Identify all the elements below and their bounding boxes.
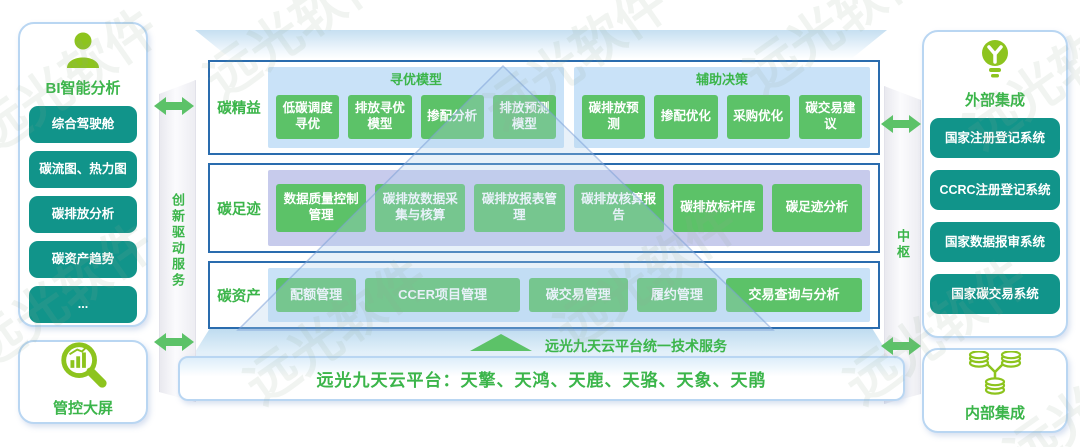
tech-service-label: 远光九天云平台统一技术服务 [545,338,727,354]
module-button[interactable]: 掺配分析 [420,95,484,139]
external-system-item[interactable]: CCRC注册登记系统 [930,170,1060,210]
lightbulb-icon [975,38,1015,87]
bi-menu-item[interactable]: 综合驾驶舱 [29,106,137,143]
module-button[interactable]: 碳排放数据采集与核算 [375,184,466,232]
double-arrow-icon [153,95,195,122]
module-button[interactable]: CCER项目管理 [365,278,520,312]
bi-menu-item[interactable]: 碳排放分析 [29,196,137,233]
bi-menu-item[interactable]: 碳资产趋势 [29,241,137,278]
internal-integration-label: 内部集成 [964,404,1025,422]
module-button[interactable]: 碳排放标杆库 [672,184,763,232]
layer-row-0: 碳精益寻优模型低碳调度寻优排放寻优模型掺配分析排放预测模型辅助决策碳排放预测掺配… [208,60,880,155]
user-icon [64,30,102,75]
module-button[interactable]: 掺配优化 [654,95,718,139]
external-integration-panel: 外部集成 国家注册登记系统 CCRC注册登记系统国家数据报审系统国家碳交易系统 [922,30,1068,338]
external-system-item[interactable]: 国家碳交易系统 [930,274,1060,314]
left-connector-label: 创新驱动服务 [170,193,185,289]
module-button[interactable]: 排放寻优模型 [348,95,412,139]
external-system-item[interactable]: 国家数据报审系统 [930,222,1060,262]
internal-integration-card[interactable]: 内部集成 [922,348,1068,433]
platform-bar: 远光九天云平台：天擎、天鸿、天鹿、天骆、天象、天鹃 [178,356,905,401]
module-button[interactable]: 碳排放报表管理 [474,184,565,232]
module-button[interactable]: 排放预测模型 [492,95,556,139]
bottom-face-shape [192,329,890,357]
right-connector-label: 中枢 [895,229,910,261]
up-arrow-icon [470,334,532,356]
top-face-shape [195,30,887,58]
coins-icon [965,349,1025,400]
module-group: 辅助决策碳排放预测掺配优化采购优化碳交易建议 [574,67,870,148]
control-screen-label: 管控大屏 [52,400,113,417]
module-group: 寻优模型低碳调度寻优排放寻优模型掺配分析排放预测模型 [268,67,564,148]
platform-bar-text: 远光九天云平台：天擎、天鸿、天鹿、天骆、天象、天鹃 [316,371,767,390]
module-button[interactable]: 碳排放预测 [582,95,646,139]
module-group-title: 寻优模型 [389,72,442,87]
bi-menu-item[interactable]: 碳流图、热力图 [29,151,137,188]
module-button[interactable]: 履约管理 [636,278,717,312]
layer-label: 碳精益 [217,101,261,117]
module-button[interactable]: 碳足迹分析 [771,184,863,232]
module-group-title: 辅助决策 [695,72,748,87]
bi-analysis-panel: BI智能分析 综合驾驶舱碳流图、热力图碳排放分析碳资产趋势... [18,22,148,327]
bi-menu-item[interactable]: ... [29,286,137,323]
layer-label: 碳资产 [217,288,261,305]
module-button[interactable]: 交易查询与分析 [726,278,862,312]
module-button[interactable]: 碳交易管理 [528,278,628,312]
double-arrow-icon [880,335,922,362]
double-arrow-icon [880,113,922,140]
module-button[interactable]: 采购优化 [726,95,790,139]
layer-row-1: 碳足迹数据质量控制管理碳排放数据采集与核算碳排放报表管理碳排放核算报告碳排放标杆… [208,163,880,253]
module-button[interactable]: 配额管理 [276,278,357,312]
bi-analysis-title: BI智能分析 [45,80,121,97]
magnifier-chart-icon [55,338,111,395]
module-button[interactable]: 数据质量控制管理 [276,184,367,232]
module-button[interactable]: 碳排放核算报告 [573,184,664,232]
double-arrow-icon [153,331,195,358]
layer-label: 碳足迹 [217,201,261,218]
module-group: 数据质量控制管理碳排放数据采集与核算碳排放报表管理碳排放核算报告碳排放标杆库碳足… [268,170,870,246]
module-button[interactable]: 低碳调度寻优 [276,95,340,139]
external-system-item[interactable]: 国家注册登记系统 [930,118,1060,158]
external-integration-title: 外部集成 [964,92,1025,109]
module-button[interactable]: 碳交易建议 [798,95,862,139]
control-screen-card[interactable]: 管控大屏 [18,340,148,424]
